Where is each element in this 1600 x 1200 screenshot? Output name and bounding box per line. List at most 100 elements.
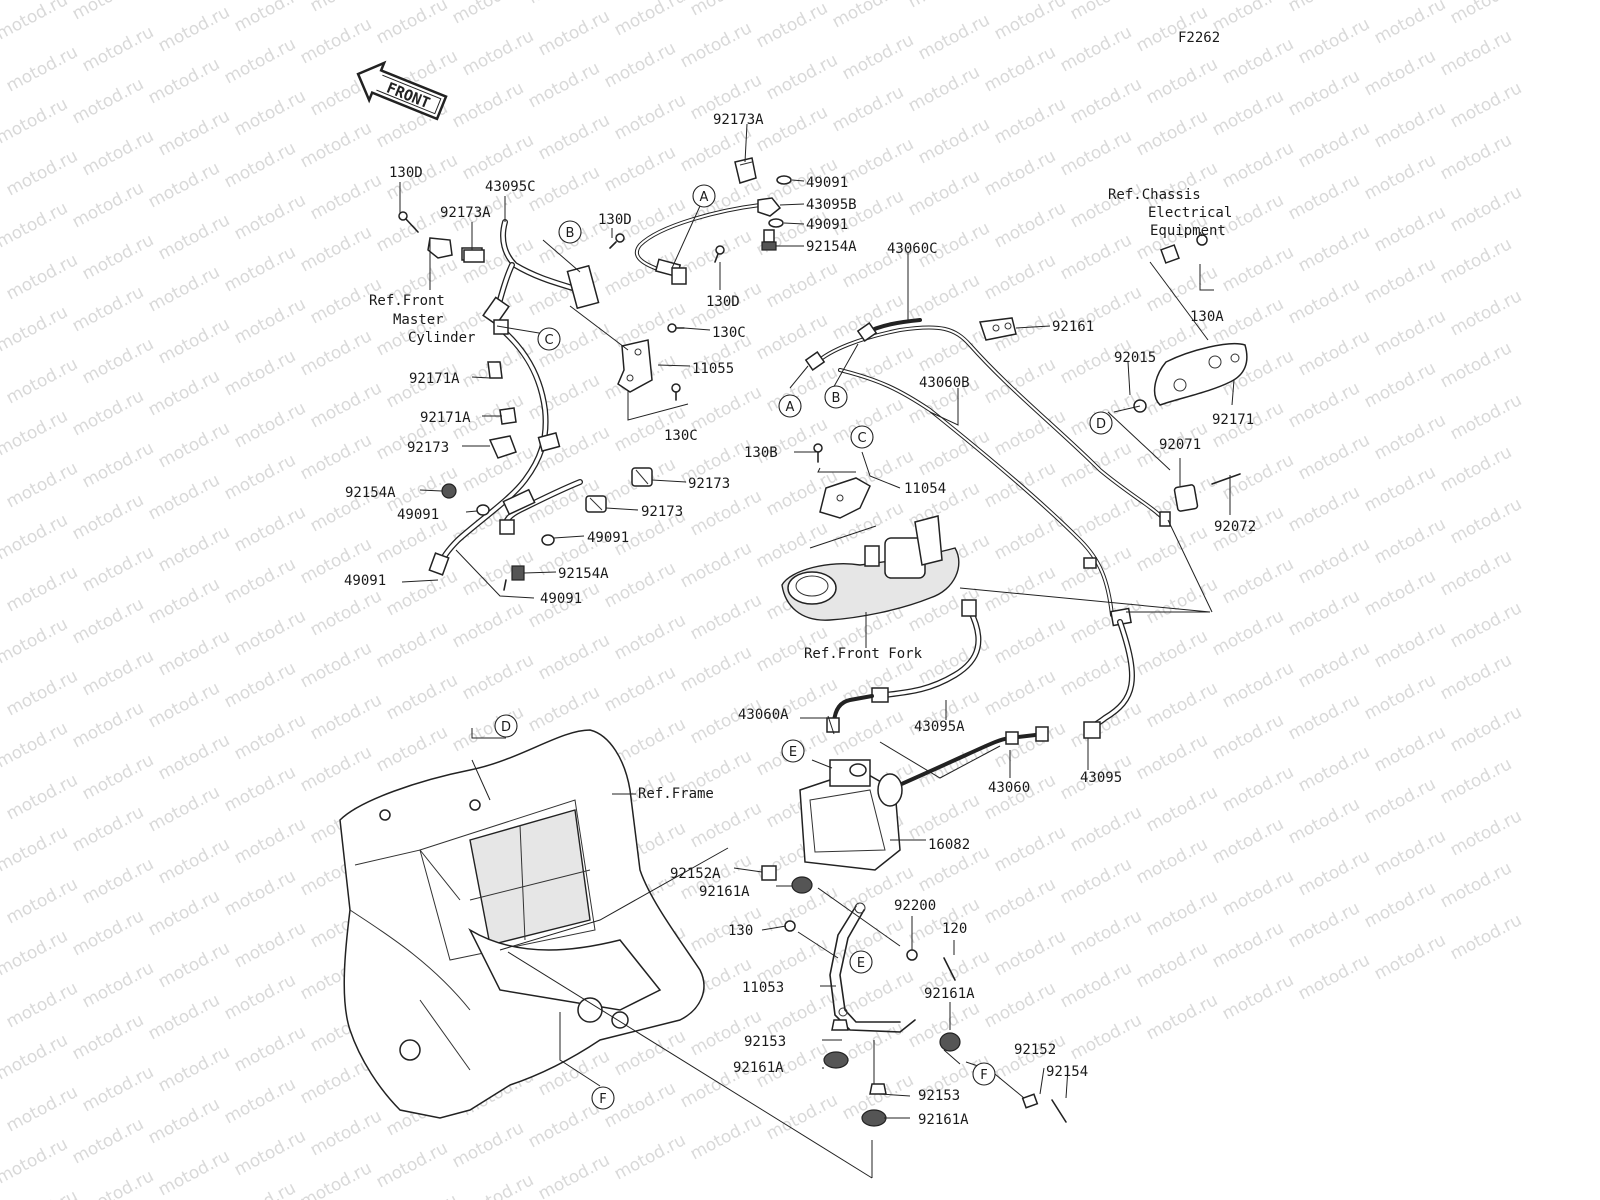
watermark-text: motod.ru <box>1067 802 1145 856</box>
watermark-text: motod.ru <box>297 1054 375 1108</box>
watermark-text: motod.ru <box>3 1082 81 1136</box>
watermark-text: motod.ru <box>69 0 147 24</box>
ref-chassis-3: Equipment <box>1150 223 1226 239</box>
watermark-text: motod.ru <box>0 0 71 44</box>
part-label: 49091 <box>397 507 439 523</box>
watermark-text: motod.ru <box>231 814 309 868</box>
watermark-text: motod.ru <box>1447 702 1525 756</box>
watermark-text: motod.ru <box>535 1150 613 1200</box>
watermark-text: motod.ru <box>981 146 1059 200</box>
watermark-text: motod.ru <box>687 382 765 436</box>
watermark-text: motod.ru <box>611 610 689 664</box>
watermark-text: motod.ru <box>69 594 147 648</box>
part-label: 92171 <box>1212 412 1254 428</box>
part-label: 92173 <box>641 504 683 520</box>
watermark-text: motod.ru <box>1067 74 1145 128</box>
watermark-text: motod.ru <box>221 34 299 88</box>
watermark-text: motod.ru <box>1447 0 1525 28</box>
part-label: 43095 <box>1080 770 1122 786</box>
watermark-text: motod.ru <box>145 886 223 940</box>
watermark-text: motod.ru <box>981 666 1059 720</box>
part-label: 49091 <box>587 530 629 546</box>
watermark-text: motod.ru <box>1219 658 1297 712</box>
watermark-text: motod.ru <box>601 142 679 196</box>
watermark-text: motod.ru <box>905 166 983 220</box>
callout-d-1: D <box>1089 411 1113 435</box>
callout-b-2: B <box>824 385 848 409</box>
watermark-text: motod.ru <box>307 378 385 432</box>
watermark-text: motod.ru <box>991 0 1069 44</box>
watermark-text: motod.ru <box>79 334 157 388</box>
watermark-text: motod.ru <box>79 126 157 180</box>
part-label: 92152 <box>1014 1042 1056 1058</box>
part-label: 11053 <box>742 980 784 996</box>
part-label: 92173A <box>713 112 764 128</box>
watermark-text: motod.ru <box>981 770 1059 824</box>
watermark-text: motod.ru <box>297 1158 375 1200</box>
watermark-text: motod.ru <box>297 638 375 692</box>
watermark-text: motod.ru <box>297 222 375 276</box>
watermark-text: motod.ru <box>525 1098 603 1152</box>
watermark-text: motod.ru <box>145 366 223 420</box>
watermark-text: motod.ru <box>1219 866 1297 920</box>
watermark-text: motod.ru <box>1057 646 1135 700</box>
reference-labels: Ref.Front Master Cylinder Ref.Chassis El… <box>369 187 1232 802</box>
watermark-text: motod.ru <box>231 0 309 36</box>
callout-a-2: A <box>778 394 802 418</box>
watermark-text: motod.ru <box>1143 0 1221 4</box>
watermark-text: motod.ru <box>1209 918 1287 972</box>
watermark-text: motod.ru <box>1133 522 1211 576</box>
watermark-text: motod.ru <box>459 130 537 184</box>
watermark-text: motod.ru <box>1447 390 1525 444</box>
watermark-text: motod.ru <box>155 730 233 784</box>
watermark-text: motod.ru <box>307 0 385 16</box>
brake-pipes-43060 <box>804 318 1171 627</box>
part-label: 43060 <box>988 780 1030 796</box>
watermark-text: motod.ru <box>79 1062 157 1116</box>
svg-text:C: C <box>544 333 553 348</box>
callout-b-1: B <box>558 220 582 244</box>
callout-c-2: C <box>850 425 874 449</box>
washer-49091-top <box>776 175 792 185</box>
watermark-text: motod.ru <box>307 690 385 744</box>
watermark-text: motod.ru <box>69 386 147 440</box>
watermark-text: motod.ru <box>1295 430 1373 484</box>
watermark-text: motod.ru <box>839 966 917 1020</box>
watermark-text: motod.ru <box>145 678 223 732</box>
watermark-text: motod.ru <box>449 598 527 652</box>
watermark-text: motod.ru <box>753 0 831 52</box>
watermark-text: motod.ru <box>307 586 385 640</box>
watermark-text: motod.ru <box>611 298 689 352</box>
watermark-text: motod.ru <box>1295 14 1373 68</box>
watermark-text: motod.ru <box>3 250 81 304</box>
watermark-text: motod.ru <box>155 106 233 160</box>
watermark-text: motod.ru <box>231 1126 309 1180</box>
watermark-text: motod.ru <box>69 1114 147 1168</box>
watermark-text: motod.ru <box>687 798 765 852</box>
watermark-text: motod.ru <box>1133 938 1211 992</box>
watermark-text: motod.ru <box>231 398 309 452</box>
watermark-text: motod.ru <box>79 438 157 492</box>
watermark-text: motod.ru <box>1371 514 1449 568</box>
watermark-text: motod.ru <box>383 566 461 620</box>
watermark-text: motod.ru <box>687 486 765 540</box>
watermark-text: motod.ru <box>1067 906 1145 960</box>
watermark-text: motod.ru <box>231 502 309 556</box>
brake-pipe-43060 <box>886 726 1049 792</box>
watermark-text: motod.ru <box>155 314 233 368</box>
watermark-text: motod.ru <box>0 926 71 980</box>
part-label: 92071 <box>1159 437 1201 453</box>
lower-fasteners <box>761 865 1067 1127</box>
watermark-text: motod.ru <box>981 250 1059 304</box>
bolts-130d <box>609 233 725 263</box>
part-label: 92200 <box>894 898 936 914</box>
watermark-text: motod.ru <box>145 0 223 4</box>
watermark-text: motod.ru <box>1447 78 1525 132</box>
watermark-text: motod.ru <box>0 510 71 564</box>
watermark-text: motod.ru <box>525 58 603 112</box>
watermark-text: motod.ru <box>1447 806 1525 860</box>
part-label: 92161A <box>699 884 750 900</box>
watermark-text: motod.ru <box>1437 338 1515 392</box>
watermark-text: motod.ru <box>1361 774 1439 828</box>
